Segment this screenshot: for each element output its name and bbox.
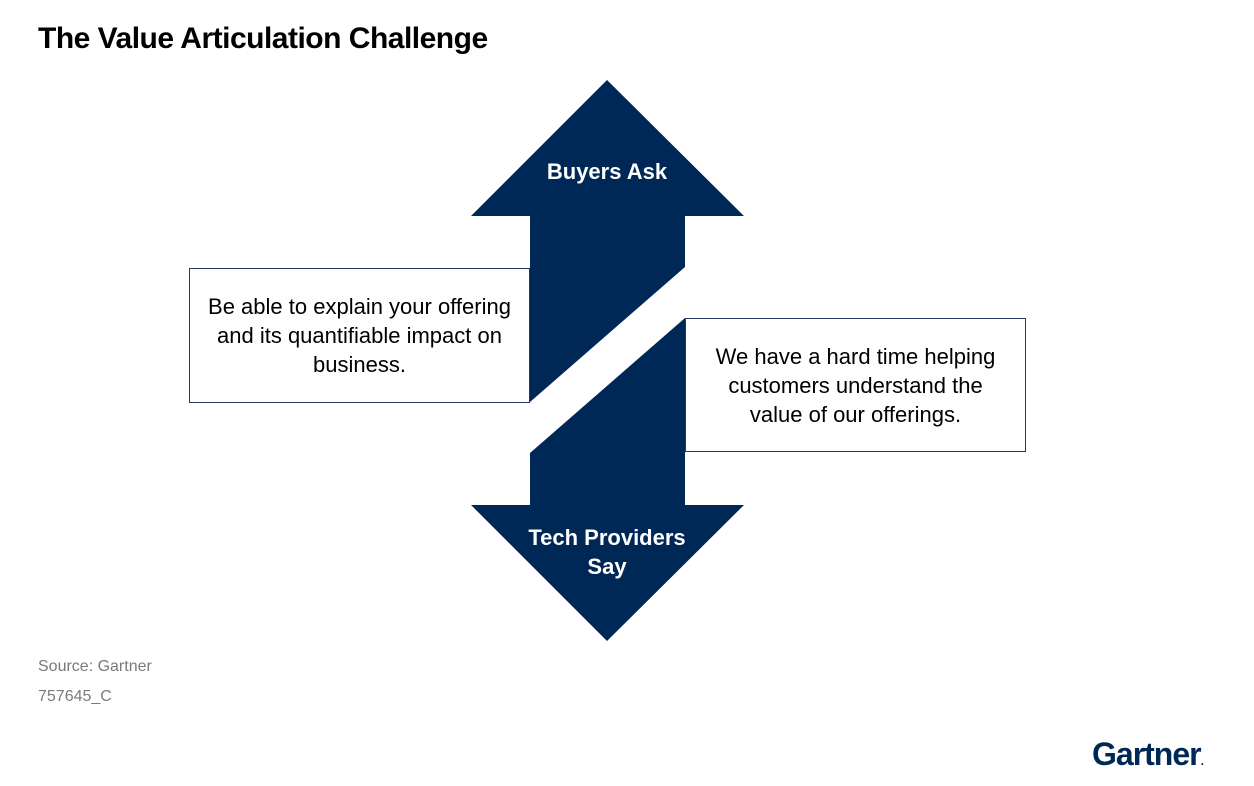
- gartner-logo-mark: .: [1200, 754, 1204, 768]
- source-note: Source: Gartner: [38, 658, 152, 675]
- gartner-logo-text: Gartner: [1092, 736, 1202, 772]
- buyers-callout-text: Be able to explain your offering and its…: [208, 294, 511, 377]
- buyers-up-arrow: [471, 80, 744, 402]
- providers-callout-box: We have a hard time helping customers un…: [685, 318, 1026, 452]
- tech-providers-say-label: Tech Providers Say: [528, 525, 686, 579]
- providers-down-arrow: [471, 318, 744, 641]
- figure-id: 757645_C: [38, 688, 112, 705]
- buyers-ask-label: Buyers Ask: [546, 159, 668, 184]
- providers-callout-text: We have a hard time helping customers un…: [715, 343, 996, 427]
- buyers-callout-box: Be able to explain your offering and its…: [189, 268, 530, 403]
- page-title: The Value Articulation Challenge: [38, 22, 488, 55]
- gartner-logo: Gartner.: [1092, 734, 1204, 781]
